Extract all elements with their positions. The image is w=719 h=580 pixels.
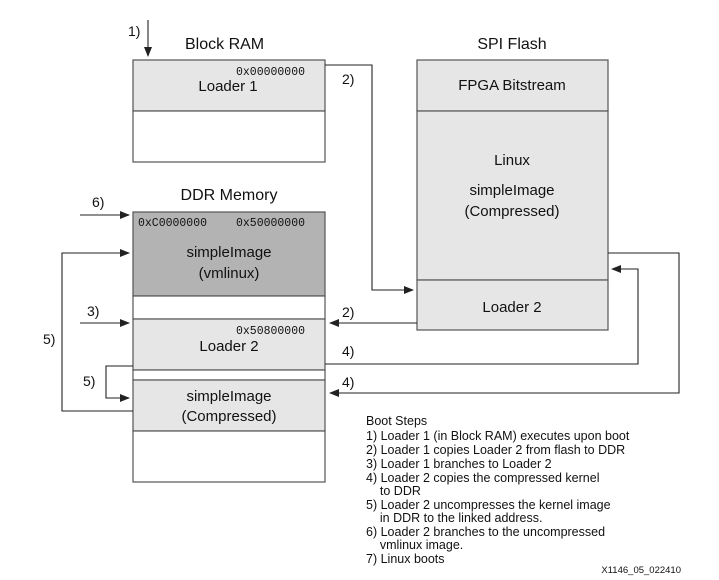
spi-flash-linux-region	[416, 110, 609, 281]
spi-flash-loader2-region	[416, 279, 609, 331]
ddr-address-right: 0x50000000	[236, 217, 305, 230]
arrow-step-4-copy	[329, 252, 680, 397]
ddr-title: DDR Memory	[181, 187, 278, 204]
block-ram-title: Block RAM	[185, 36, 264, 53]
figure-id: X1146_05_022410	[601, 565, 681, 576]
ddr-compressed-region	[132, 379, 326, 432]
boot-step-line: 6) Loader 2 branches to the uncompressed	[366, 525, 605, 539]
boot-step-line: 1) Loader 1 (in Block RAM) executes upon…	[366, 429, 630, 443]
boot-step-line: to DDR	[366, 484, 421, 498]
ddr-address-left: 0xC0000000	[138, 217, 207, 230]
arrow-step-4-request	[325, 265, 639, 365]
boot-step-line: 4) Loader 2 copies the compressed kernel	[366, 471, 599, 485]
arrow-step-5-inner	[105, 365, 133, 402]
step-label-2b: 2)	[342, 304, 354, 320]
step-label-2a: 2)	[342, 71, 354, 87]
step-label-5b: 5)	[83, 373, 95, 389]
spi-flash-bitstream-label: FPGA Bitstream	[458, 77, 566, 94]
block-ram-loader-label: Loader 1	[198, 78, 257, 95]
block-ram-address: 0x00000000	[236, 66, 305, 79]
arrow-step-5-outer	[61, 249, 133, 412]
ddr-gap-region	[132, 295, 326, 320]
block-ram-loader1-region	[132, 59, 326, 112]
ddr-free-region	[132, 430, 326, 483]
block-ram-free-region	[132, 110, 326, 163]
ddr-vmlinux-label-1: simpleImage	[186, 244, 271, 261]
step-label-5a: 5)	[43, 331, 55, 347]
spi-flash-simpleimage-label: simpleImage	[469, 182, 554, 199]
ddr-loader-label: Loader 2	[199, 338, 258, 355]
step-label-3: 3)	[87, 303, 99, 319]
boot-step-line: 2) Loader 1 copies Loader 2 from flash t…	[366, 443, 625, 457]
boot-step-line: vmlinux image.	[366, 538, 463, 552]
step-label-4b: 4)	[342, 374, 354, 390]
boot-step-line: 3) Loader 1 branches to Loader 2	[366, 457, 552, 471]
ddr-vmlinux-label-2: (vmlinux)	[199, 265, 260, 282]
boot-step-line: in DDR to the linked address.	[366, 511, 542, 525]
arrow-step-2-fetch	[325, 64, 414, 294]
ddr-small-gap-region	[132, 369, 326, 381]
step-label-6: 6)	[92, 194, 104, 210]
boot-step-line: 5) Loader 2 uncompresses the kernel imag…	[366, 498, 611, 512]
step-label-4a: 4)	[342, 343, 354, 359]
spi-flash-linux-label: Linux	[494, 152, 530, 169]
ddr-compressed-label-1: simpleImage	[186, 388, 271, 405]
boot-step-line: 7) Linux boots	[366, 552, 445, 566]
spi-flash-loader-label: Loader 2	[482, 299, 541, 316]
spi-flash-title: SPI Flash	[477, 36, 546, 53]
ddr-loader2-region	[132, 318, 326, 371]
spi-flash-compressed-label: (Compressed)	[464, 203, 559, 220]
boot-steps-title: Boot Steps	[366, 414, 427, 428]
ddr-compressed-label-2: (Compressed)	[181, 408, 276, 425]
step-label-1: 1)	[128, 23, 140, 39]
ddr-loader-address: 0x50800000	[236, 325, 305, 338]
boot-steps-list: 1) Loader 1 (in Block RAM) executes upon…	[366, 429, 630, 566]
ddr-vmlinux-region	[132, 211, 326, 297]
